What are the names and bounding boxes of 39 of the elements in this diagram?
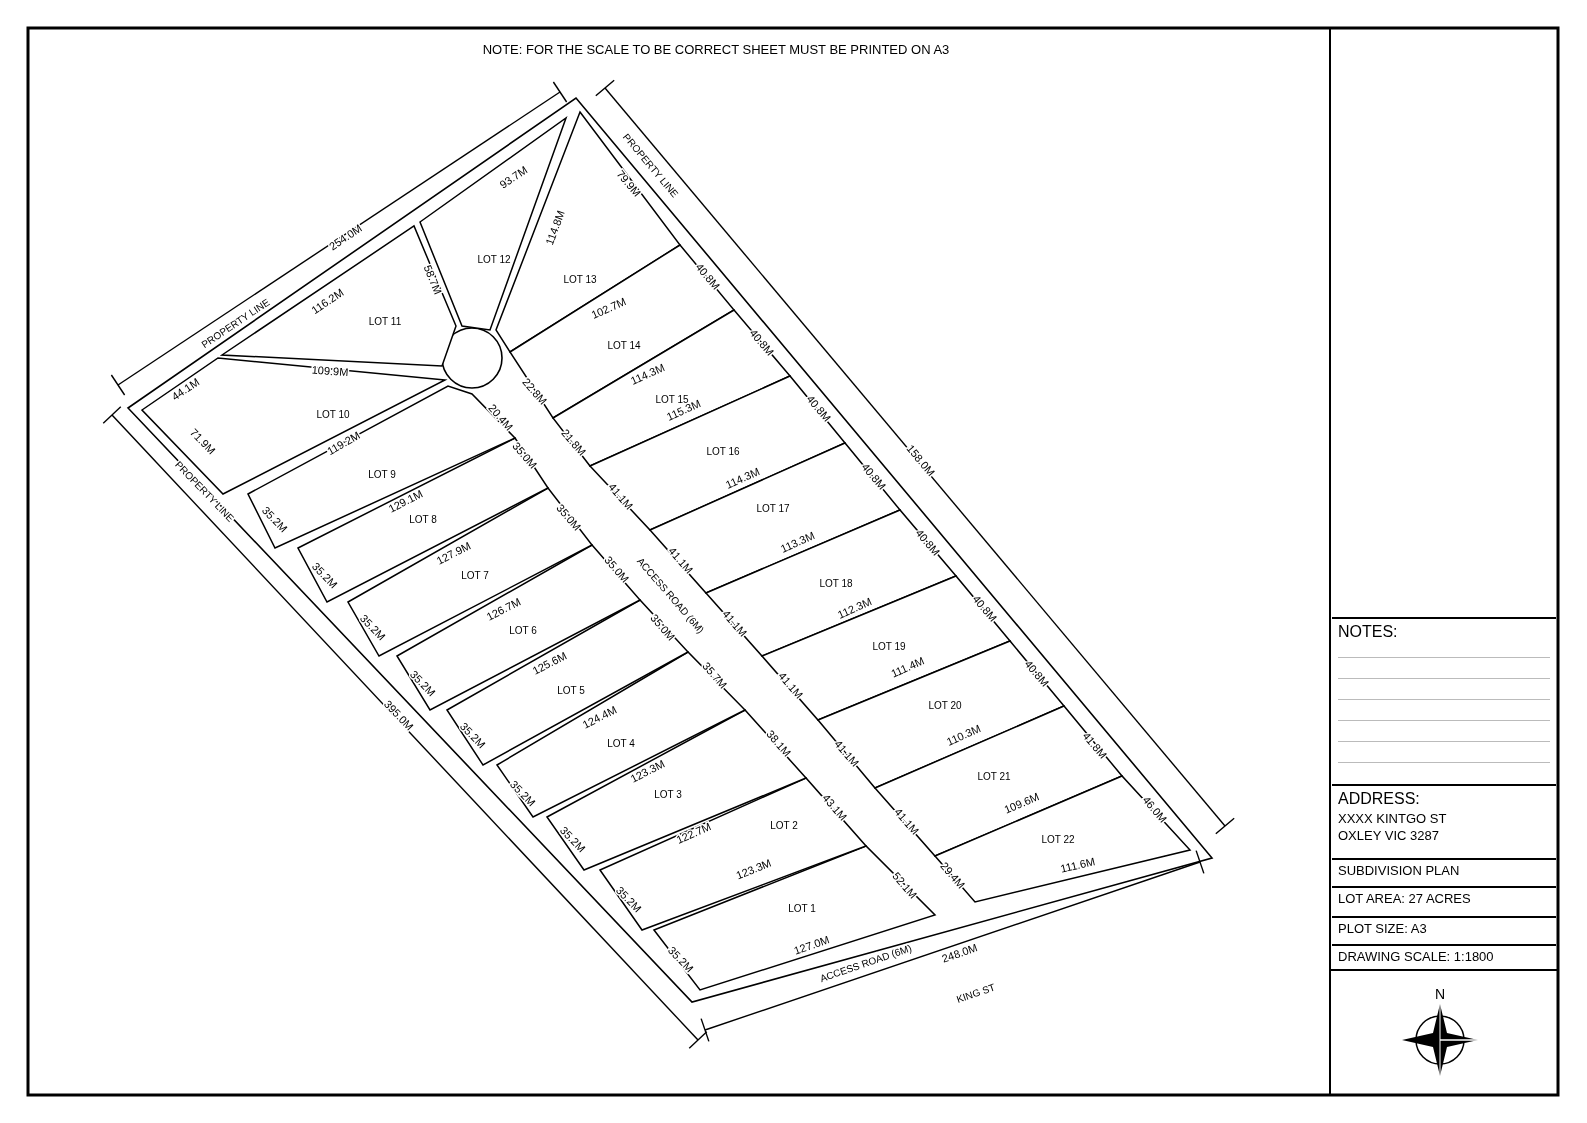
cell-heading: LOT AREA: 27 ACRES	[1338, 891, 1472, 908]
lot-parcel	[495, 651, 747, 818]
lot-label: LOT 16	[706, 445, 740, 457]
lot-parcel	[652, 845, 937, 991]
lot-parcel	[760, 575, 1012, 721]
lot-label: LOT 18	[819, 577, 853, 589]
cell-heading: NOTES:	[1338, 622, 1399, 642]
lot-label: LOT 10	[316, 408, 350, 420]
lot-label: LOT 17	[756, 502, 790, 514]
lot-label: LOT 6	[509, 624, 537, 636]
lot-label: LOT 11	[368, 315, 402, 327]
dimension-text: 111.6M	[1059, 855, 1097, 875]
cell-heading: SUBDIVISION PLAN	[1338, 863, 1461, 880]
dimension-text: 109.9M	[311, 363, 349, 379]
lot-label: LOT 5	[557, 684, 585, 696]
lot-label: LOT 3	[654, 788, 682, 800]
lot-parcel	[816, 640, 1066, 789]
lot-label: LOT 4	[607, 737, 635, 749]
lot-label: LOT 20	[928, 699, 962, 711]
cell-heading: ADDRESS:	[1338, 789, 1421, 809]
lot-parcel	[495, 110, 682, 354]
lot-label: LOT 1	[788, 902, 816, 914]
lot-label: LOT 7	[461, 569, 489, 581]
lot-label: LOT 14	[607, 339, 641, 351]
cell-heading: DRAWING SCALE: 1:1800	[1338, 949, 1495, 966]
street-label: KING ST	[955, 981, 997, 1005]
cell-heading: PLOT SIZE: A3	[1338, 921, 1428, 938]
lot-label: LOT 12	[477, 253, 511, 265]
lot-label: LOT 19	[872, 640, 906, 652]
lot-label: LOT 13	[563, 273, 597, 285]
lot-label: LOT 21	[977, 770, 1011, 782]
lot-label: LOT 22	[1041, 833, 1075, 845]
lot-label: LOT 8	[409, 513, 437, 525]
north-label: N	[1434, 986, 1446, 1002]
lot-label: LOT 9	[368, 468, 396, 480]
cell-text: XXXX KINTGO ST OXLEY VIC 3287	[1338, 809, 1448, 845]
lot-label: LOT 2	[770, 819, 798, 831]
sheet-note: NOTE: FOR THE SCALE TO BE CORRECT SHEET MUST BE PRINTED ON A3	[482, 41, 950, 57]
dimension-text: 58.7M	[421, 263, 445, 296]
